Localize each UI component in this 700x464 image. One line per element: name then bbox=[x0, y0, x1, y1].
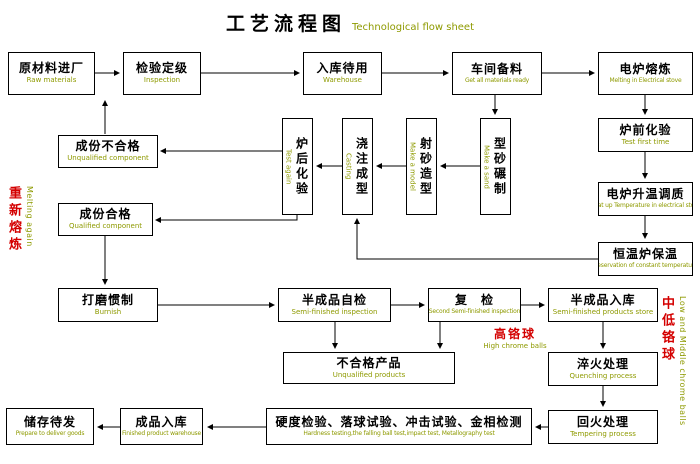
node-quenching-en: Quenching process bbox=[569, 371, 637, 380]
node-tempering: 回火处理 Tempering process bbox=[548, 410, 658, 444]
node-tempering-zh: 回火处理 bbox=[576, 414, 629, 429]
node-deliver: 储存待发 Prepare to deliver goods bbox=[6, 408, 94, 445]
node-unqualified-component: 成份不合格 Unqualified component bbox=[58, 135, 158, 168]
node-test-again: Test again 炉后化验 bbox=[282, 118, 313, 215]
page-title: 工艺流程图 Technological flow sheet bbox=[0, 9, 700, 36]
node-tempering-en: Tempering process bbox=[570, 429, 636, 438]
node-recheck: 复 检 Second Semi-finished inspection bbox=[428, 288, 521, 322]
node-first-test-en: Test first time bbox=[621, 137, 670, 146]
node-unqualified-products-zh: 不合格产品 bbox=[336, 355, 402, 370]
node-test-again-en: Test again bbox=[284, 148, 293, 185]
page-title-zh: 工艺流程图 bbox=[225, 13, 346, 35]
node-qualified-component-zh: 成份合格 bbox=[79, 207, 132, 222]
node-burnish-en: Burnish bbox=[94, 307, 122, 316]
node-sand-milling-en: Make a sand bbox=[482, 144, 491, 189]
node-melting: 电炉熔炼 Melting in Electrical stove bbox=[598, 52, 693, 95]
node-test-again-zh: 炉后化验 bbox=[294, 136, 309, 197]
node-heat-preservation-en: Heat preservation of constant temperatur… bbox=[599, 262, 692, 270]
label-high-chrome: 高铬球 High chrome balls bbox=[480, 325, 550, 350]
node-finished-store-en: Finished product warehouse bbox=[122, 429, 201, 437]
node-inspection-zh: 检验定级 bbox=[135, 61, 188, 76]
node-self-inspection-zh: 半成品自检 bbox=[301, 292, 367, 307]
node-self-inspection-en: Semi-finished inspection bbox=[291, 307, 378, 316]
node-deliver-en: Prepare to deliver goods bbox=[15, 429, 85, 437]
node-casting: Casting 浇注成型 bbox=[342, 118, 373, 215]
node-sand-molding-zh: 射砂造型 bbox=[418, 136, 433, 197]
node-testing: 硬度检验、落球试验、冲击试验、金相检测 Hardness testing,the… bbox=[266, 408, 532, 445]
label-high-chrome-zh: 高铬球 bbox=[493, 327, 536, 341]
node-heat-up: 电炉升温调质 Heat up Temperature in electrical… bbox=[598, 182, 693, 216]
node-raw-materials-zh: 原材料进厂 bbox=[18, 61, 84, 76]
node-melting-zh: 电炉熔炼 bbox=[619, 61, 672, 76]
node-semi-store-zh: 半成品入库 bbox=[570, 292, 636, 307]
page-title-en: Technological flow sheet bbox=[352, 22, 475, 33]
label-melting-again-zh: 重新熔炼 bbox=[6, 186, 21, 254]
node-sand-molding-en: Make a model bbox=[408, 142, 417, 191]
node-materials-ready-zh: 车间备料 bbox=[470, 61, 523, 76]
node-melting-en: Melting in Electrical stove bbox=[609, 76, 682, 84]
node-recheck-en: Second Semi-finished inspection bbox=[428, 308, 521, 316]
node-quenching-zh: 淬火处理 bbox=[576, 356, 629, 371]
node-first-test: 炉前化验 Test first time bbox=[598, 118, 693, 152]
node-warehouse-zh: 入库待用 bbox=[316, 61, 369, 76]
node-deliver-zh: 储存待发 bbox=[23, 414, 76, 429]
node-warehouse-en: Warehouse bbox=[323, 76, 362, 85]
node-raw-materials-en: Raw materials bbox=[26, 76, 77, 85]
node-warehouse: 入库待用 Warehouse bbox=[303, 52, 382, 95]
node-casting-zh: 浇注成型 bbox=[354, 136, 369, 197]
node-burnish: 打磨惯制 Burnish bbox=[58, 288, 158, 322]
label-low-mid-chrome-en: Low and Middle chrome balls bbox=[678, 296, 687, 426]
node-unqualified-products: 不合格产品 Unqualified products bbox=[283, 352, 455, 384]
node-sand-molding: Make a model 射砂造型 bbox=[406, 118, 437, 215]
label-high-chrome-en: High chrome balls bbox=[483, 342, 547, 350]
label-low-mid-chrome-zh: 中低铬球 bbox=[659, 296, 674, 364]
node-sand-milling: Make a sand 型砂碾制 bbox=[480, 118, 511, 215]
node-first-test-zh: 炉前化验 bbox=[619, 122, 672, 137]
node-inspection: 检验定级 Inspection bbox=[123, 52, 201, 95]
node-finished-store: 成品入库 Finished product warehouse bbox=[120, 408, 203, 445]
node-unqualified-component-zh: 成份不合格 bbox=[75, 139, 141, 154]
node-semi-store: 半成品入库 Semi-finished products store bbox=[548, 288, 658, 322]
node-heat-preservation: 恒温炉保温 Heat preservation of constant temp… bbox=[598, 242, 693, 276]
label-melting-again-en: Melting again bbox=[25, 186, 34, 247]
node-sand-milling-zh: 型砂碾制 bbox=[492, 136, 507, 197]
node-unqualified-products-en: Unqualified products bbox=[332, 370, 406, 379]
node-heat-up-zh: 电炉升温调质 bbox=[606, 187, 685, 202]
node-self-inspection: 半成品自检 Semi-finished inspection bbox=[278, 288, 391, 322]
label-low-mid-chrome: 中低铬球 Low and Middle chrome balls bbox=[657, 296, 687, 426]
node-materials-ready-en: Get all materials ready bbox=[464, 76, 530, 84]
node-semi-store-en: Semi-finished products store bbox=[552, 307, 654, 316]
node-qualified-component-en: Qualified component bbox=[68, 222, 143, 231]
node-raw-materials: 原材料进厂 Raw materials bbox=[8, 52, 95, 95]
node-testing-zh: 硬度检验、落球试验、冲击试验、金相检测 bbox=[275, 414, 523, 429]
node-materials-ready: 车间备料 Get all materials ready bbox=[452, 52, 542, 95]
node-unqualified-component-en: Unqualified component bbox=[67, 154, 149, 163]
node-burnish-zh: 打磨惯制 bbox=[81, 292, 134, 307]
node-inspection-en: Inspection bbox=[143, 76, 181, 85]
node-heat-preservation-zh: 恒温炉保温 bbox=[612, 247, 678, 262]
label-melting-again: 重新熔炼 Melting again bbox=[4, 186, 34, 254]
node-recheck-zh: 复 检 bbox=[454, 293, 494, 308]
node-casting-en: Casting bbox=[344, 153, 353, 180]
node-quenching: 淬火处理 Quenching process bbox=[548, 352, 658, 386]
node-testing-en: Hardness testing,the falling ball test,i… bbox=[303, 429, 495, 437]
node-qualified-component: 成份合格 Qualified component bbox=[58, 203, 153, 236]
node-finished-store-zh: 成品入库 bbox=[135, 414, 188, 429]
node-heat-up-en: Heat up Temperature in electrical stove bbox=[598, 202, 692, 210]
